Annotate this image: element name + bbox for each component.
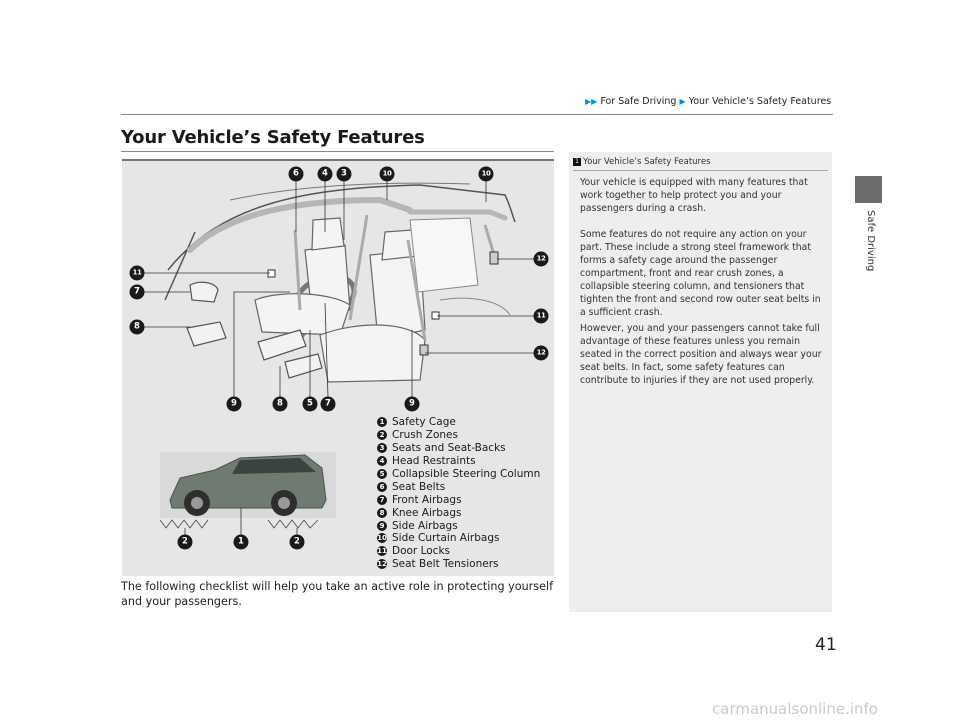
legend-number: 6 bbox=[377, 482, 387, 492]
legend-item: 1 Safety Cage bbox=[377, 416, 540, 429]
legend-label: Crush Zones bbox=[392, 429, 458, 441]
legend-number: 9 bbox=[377, 521, 387, 531]
legend-label: Seats and Seat-Backs bbox=[392, 442, 506, 454]
note-heading-text: Your Vehicle’s Safety Features bbox=[583, 157, 711, 167]
legend-item: 6 Seat Belts bbox=[377, 480, 540, 493]
callout-side-airbags: 9 bbox=[405, 397, 420, 412]
note-paragraph: However, you and your passengers cannot … bbox=[580, 322, 828, 387]
note-paragraph: Some features do not require any action … bbox=[580, 228, 828, 319]
callout-seats: 3 bbox=[337, 167, 352, 182]
legend-item: 4 Head Restraints bbox=[377, 455, 540, 468]
callout-door-locks: 11 bbox=[130, 266, 145, 281]
body-paragraph: The following checklist will help you ta… bbox=[121, 579, 561, 609]
legend-number: 7 bbox=[377, 495, 387, 505]
legend-number: 1 bbox=[377, 417, 387, 427]
callout-seat-belt-tensioners: 12 bbox=[534, 346, 549, 361]
callout-crush-zones: 2 bbox=[290, 535, 305, 550]
legend-label: Side Airbags bbox=[392, 520, 458, 532]
callout-seat-belts: 6 bbox=[289, 167, 304, 182]
legend-number: 5 bbox=[377, 469, 387, 479]
legend-item: 12 Seat Belt Tensioners bbox=[377, 558, 540, 571]
callout-side-airbags: 9 bbox=[227, 397, 242, 412]
legend-label: Safety Cage bbox=[392, 416, 456, 428]
callout-side-curtain-airbags: 10 bbox=[380, 167, 395, 182]
legend-label: Collapsible Steering Column bbox=[392, 468, 540, 480]
legend-item: 11 Door Locks bbox=[377, 545, 540, 558]
note-paragraph: Your vehicle is equipped with many featu… bbox=[580, 176, 828, 215]
legend-number: 11 bbox=[377, 546, 387, 556]
callout-seat-belt-tensioners: 12 bbox=[534, 252, 549, 267]
legend-item: 9 Side Airbags bbox=[377, 519, 540, 532]
callout-knee-airbags: 8 bbox=[273, 397, 288, 412]
legend-label: Side Curtain Airbags bbox=[392, 532, 499, 544]
note-divider bbox=[573, 170, 828, 171]
callout-crush-zones: 2 bbox=[178, 535, 193, 550]
legend-item: 3 Seats and Seat-Backs bbox=[377, 442, 540, 455]
legend-number: 2 bbox=[377, 430, 387, 440]
watermark[interactable]: carmanualsonline.info bbox=[712, 700, 878, 718]
callout-steering-column: 5 bbox=[303, 397, 318, 412]
legend-label: Head Restraints bbox=[392, 455, 476, 467]
legend-item: 10 Side Curtain Airbags bbox=[377, 532, 540, 545]
features-legend: 1 Safety Cage 2 Crush Zones 3 Seats and Sea… bbox=[377, 416, 540, 571]
legend-item: 7 Front Airbags bbox=[377, 493, 540, 506]
callout-head-restraints: 4 bbox=[318, 167, 333, 182]
callout-side-curtain-airbags: 10 bbox=[479, 167, 494, 182]
legend-number: 3 bbox=[377, 443, 387, 453]
legend-number: 10 bbox=[377, 533, 387, 543]
legend-number: 8 bbox=[377, 508, 387, 518]
legend-item: 5 Collapsible Steering Column bbox=[377, 468, 540, 481]
legend-label: Front Airbags bbox=[392, 494, 462, 506]
legend-number: 12 bbox=[377, 559, 387, 569]
callout-front-airbags: 7 bbox=[130, 285, 145, 300]
legend-number: 4 bbox=[377, 456, 387, 466]
callout-safety-cage: 1 bbox=[234, 535, 249, 550]
legend-item: 8 Knee Airbags bbox=[377, 506, 540, 519]
page-number: 41 bbox=[815, 635, 837, 655]
callout-front-airbags: 7 bbox=[321, 397, 336, 412]
legend-label: Seat Belt Tensioners bbox=[392, 558, 499, 570]
legend-label: Knee Airbags bbox=[392, 507, 461, 519]
legend-item: 2 Crush Zones bbox=[377, 429, 540, 442]
callout-knee-airbags: 8 bbox=[130, 320, 145, 335]
note-marker: 1 bbox=[573, 158, 581, 166]
callout-door-locks: 11 bbox=[534, 309, 549, 324]
legend-label: Seat Belts bbox=[392, 481, 445, 493]
legend-label: Door Locks bbox=[392, 545, 450, 557]
